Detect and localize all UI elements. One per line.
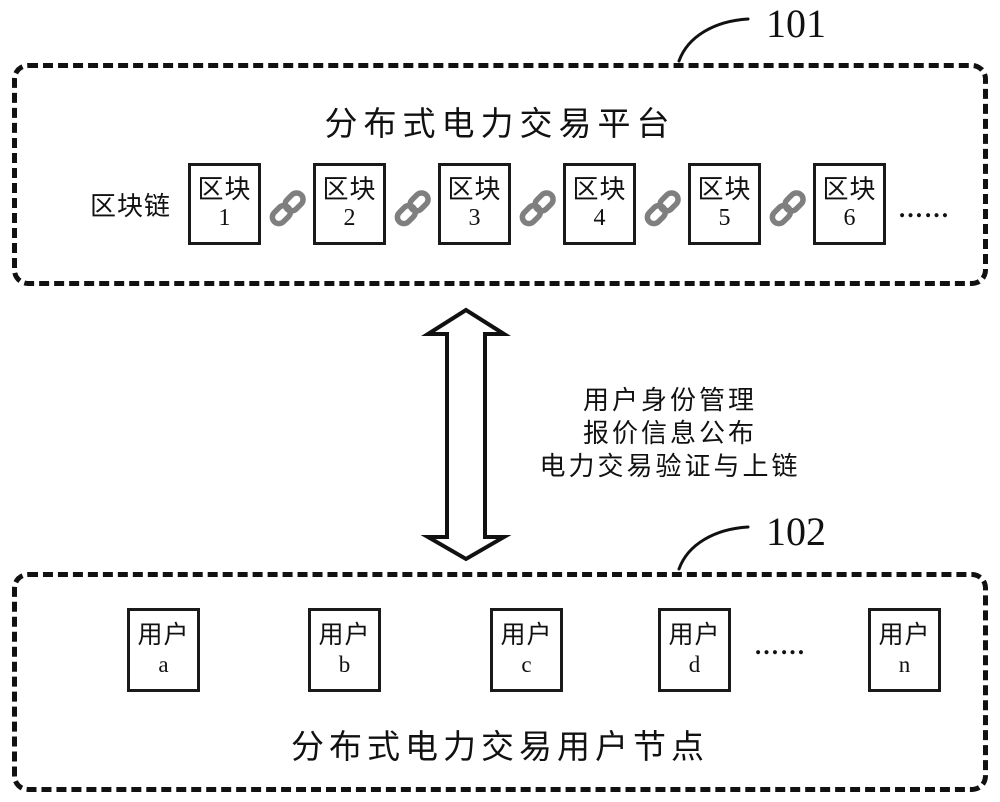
block-1-label: 区块 bbox=[197, 175, 252, 205]
block-4-number: 4 bbox=[593, 205, 606, 232]
user-c-id: c bbox=[521, 652, 532, 678]
block-2-number: 2 bbox=[343, 205, 356, 232]
user-n-id: n bbox=[898, 652, 911, 678]
user-c-label: 用户 bbox=[500, 622, 553, 650]
user-n-label: 用户 bbox=[878, 622, 931, 650]
interaction-line-3: 电力交易验证与上链 bbox=[539, 452, 801, 481]
block-5-number: 5 bbox=[718, 205, 731, 232]
block-1: 区块 1 bbox=[188, 163, 262, 245]
block-6-number: 6 bbox=[843, 205, 856, 232]
chain-link-icon bbox=[636, 186, 688, 232]
user-node-c: 用户 c bbox=[490, 608, 563, 692]
interaction-text: 用户身份管理 报价信息公布 电力交易验证与上链 bbox=[520, 384, 820, 483]
interaction-line-1: 用户身份管理 bbox=[582, 386, 757, 415]
leader-curve-102 bbox=[677, 525, 750, 571]
block-2: 区块 2 bbox=[313, 163, 387, 245]
block-6: 区块 6 bbox=[813, 163, 887, 245]
chain-link-icon bbox=[511, 186, 563, 232]
ref-number-101: 101 bbox=[766, 1, 826, 46]
block-1-number: 1 bbox=[218, 205, 231, 232]
block-3-number: 3 bbox=[468, 205, 481, 232]
user-node-b: 用户 b bbox=[308, 608, 381, 692]
user-node-n: 用户 n bbox=[868, 608, 941, 692]
blockchain-row: 区块链 区块 1 区块 2 bbox=[90, 162, 950, 246]
interaction-line-2: 报价信息公布 bbox=[582, 419, 757, 448]
platform-title: 分布式电力交易平台 bbox=[324, 107, 676, 143]
chain-link-icon bbox=[761, 186, 813, 232]
user-a-label: 用户 bbox=[137, 622, 190, 650]
block-5-label: 区块 bbox=[697, 175, 752, 205]
block-5: 区块 5 bbox=[688, 163, 762, 245]
block-6-label: 区块 bbox=[822, 175, 877, 205]
user-d-label: 用户 bbox=[668, 622, 721, 650]
chain-link-icon bbox=[261, 186, 313, 232]
ref-number-102: 102 bbox=[766, 509, 826, 554]
chain-link-icon bbox=[386, 186, 438, 232]
double-arrow-icon bbox=[420, 307, 512, 562]
block-3-label: 区块 bbox=[447, 175, 502, 205]
block-4-label: 区块 bbox=[572, 175, 627, 205]
user-node-a: 用户 a bbox=[127, 608, 200, 692]
user-nodes-title: 分布式电力交易用户节点 bbox=[291, 730, 709, 766]
block-4: 区块 4 bbox=[563, 163, 637, 245]
nodes-continuation-ellipsis: …… bbox=[754, 633, 806, 660]
blockchain-label: 区块链 bbox=[90, 191, 172, 221]
chain-continuation-ellipsis: …… bbox=[898, 196, 951, 223]
user-b-label: 用户 bbox=[318, 622, 371, 650]
user-b-id: b bbox=[338, 652, 351, 678]
leader-curve-101 bbox=[677, 17, 750, 63]
user-a-id: a bbox=[158, 652, 169, 678]
block-3: 区块 3 bbox=[438, 163, 512, 245]
user-d-id: d bbox=[688, 652, 701, 678]
user-node-d: 用户 d bbox=[658, 608, 731, 692]
block-2-label: 区块 bbox=[322, 175, 377, 205]
